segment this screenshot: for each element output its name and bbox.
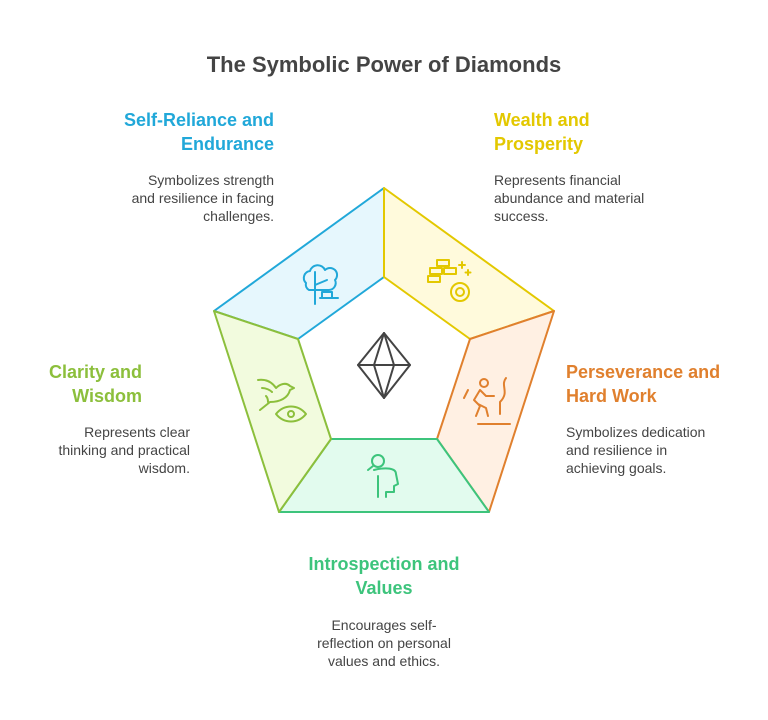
desc-introspection: Encourages self- reflection on personal …: [264, 616, 504, 670]
heading-self-reliance: Self-Reliance and Endurance: [60, 108, 274, 156]
desc-line: Encourages self-: [331, 617, 437, 633]
gold-coins-icon: [427, 259, 472, 302]
desc-perseverance: Symbolizes dedication and resilience in …: [566, 423, 766, 477]
heading-line: Perseverance and: [566, 362, 721, 382]
tree-icon: [302, 264, 339, 305]
desc-line: Symbolizes dedication: [566, 424, 706, 440]
heading-line: Clarity and: [48, 362, 142, 382]
heading-line: Endurance: [180, 134, 274, 154]
desc-line: and resilience in: [566, 442, 668, 458]
heading-line: Self-Reliance and: [123, 110, 274, 130]
desc-line: abundance and material: [494, 190, 645, 206]
desc-wealth: Represents financial abundance and mater…: [494, 171, 714, 225]
heading-introspection: Introspection and Values: [264, 552, 504, 600]
desc-line: success.: [494, 208, 549, 224]
diamond-icon: [357, 332, 411, 399]
heading-line: Prosperity: [494, 134, 584, 154]
desc-line: Represents clear: [84, 424, 190, 440]
desc-self-reliance: Symbolizes strength and resilience in fa…: [60, 171, 274, 225]
head-search-icon: [367, 454, 399, 498]
dove-eye-icon: [257, 378, 307, 423]
desc-line: achieving goals.: [566, 460, 667, 476]
heading-line: Wealth and: [494, 110, 590, 130]
heading-perseverance: Perseverance and Hard Work: [566, 360, 766, 408]
heading-clarity: Clarity and Wisdom: [0, 360, 142, 408]
heading-line: Introspection and: [308, 554, 460, 574]
desc-line: wisdom.: [138, 460, 190, 476]
desc-line: and resilience in facing: [131, 190, 274, 206]
heading-line: Hard Work: [566, 386, 657, 406]
desc-line: thinking and practical: [58, 442, 190, 458]
heading-wealth: Wealth and Prosperity: [494, 108, 714, 156]
diagram-title: The Symbolic Power of Diamonds: [206, 52, 562, 77]
desc-line: Symbolizes strength: [147, 172, 274, 188]
desc-line: challenges.: [203, 208, 274, 224]
desc-line: reflection on personal: [317, 635, 451, 651]
desc-line: values and ethics.: [327, 653, 441, 669]
desc-clarity: Represents clear thinking and practical …: [0, 423, 190, 477]
segment-clarity: [213, 310, 332, 513]
climber-icon: [463, 377, 511, 425]
heading-line: Wisdom: [72, 386, 142, 406]
heading-line: Values: [355, 578, 413, 598]
desc-line: Represents financial: [494, 172, 621, 188]
